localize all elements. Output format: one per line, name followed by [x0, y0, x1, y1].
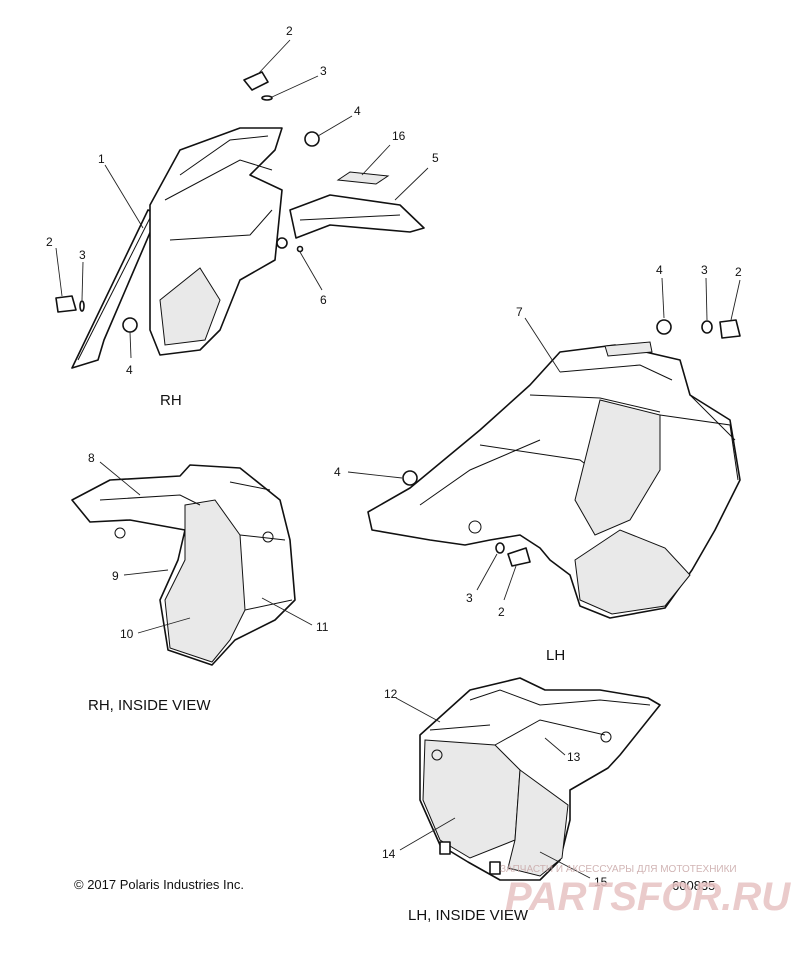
callout-4-left: 4: [126, 363, 133, 377]
lh-nut-side: [402, 470, 418, 486]
callout-2-lh-top: 2: [735, 265, 742, 279]
callout-14: 14: [382, 847, 396, 861]
callout-3-top: 3: [320, 64, 327, 78]
callout-15: 15: [594, 875, 608, 889]
caption-lh: LH: [546, 647, 565, 664]
watermark-tagline: ЗАПЧАСТИ И АКСЕССУАРЫ ДЛЯ МОТОТЕХНИКИ: [500, 864, 737, 875]
callout-9: 9: [112, 569, 119, 583]
lh-side-panel-assembly: [367, 319, 741, 619]
callout-4-lh-side: 4: [334, 465, 341, 479]
lh-inside-tab-left: [439, 841, 451, 855]
callout-11: 11: [316, 620, 329, 634]
callout-3-lh-top: 3: [701, 263, 708, 277]
lh-washer-top: [701, 320, 713, 334]
rh-side-panel-assembly: [55, 71, 425, 369]
lh-inside-view: [419, 677, 661, 881]
watermark-logo: PARTSFOR.RU: [505, 875, 791, 919]
watermark: ЗАПЧАСТИ И АКСЕССУАРЫ ДЛЯ МОТОТЕХНИКИ PA…: [500, 864, 791, 919]
caption-lh-inside: LH, INSIDE VIEW: [408, 907, 529, 924]
rh-nut-low: [122, 317, 138, 333]
copyright: © 2017 Polaris Industries Inc.: [74, 877, 244, 892]
callout-12: 12: [384, 687, 398, 701]
callout-13: 13: [567, 750, 581, 764]
rh-nut-top: [304, 131, 320, 147]
lh-callouts: 7 4 3 2 4 3 2 LH: [334, 263, 742, 664]
callout-16: 16: [392, 129, 406, 143]
lh-nut-top: [656, 319, 672, 335]
rh-washer-mid: [296, 245, 304, 253]
lh-inside-callouts: 12 13 14 15 LH, INSIDE VIEW: [382, 687, 608, 924]
callout-4-top: 4: [354, 104, 361, 118]
callout-3-lh-low: 3: [466, 591, 473, 605]
callout-3-left: 3: [79, 248, 86, 262]
callout-5: 5: [432, 151, 439, 165]
rh-washer-top: [261, 95, 273, 101]
rh-nut-mid: [276, 237, 288, 249]
lh-push-rivet-low: [507, 547, 531, 567]
lh-inside-tab-right: [489, 861, 501, 875]
rh-inside-view: [71, 464, 296, 666]
callout-4-lh-top: 4: [656, 263, 663, 277]
rh-callouts: 1 2 3 4 16 5 6 2 3 4 RH: [46, 24, 439, 409]
callout-1: 1: [98, 152, 105, 166]
callout-10: 10: [120, 627, 134, 641]
lh-push-rivet-top: [719, 319, 741, 339]
callout-2-lh-low: 2: [498, 605, 505, 619]
rh-push-rivet-side: [55, 295, 77, 313]
callout-7: 7: [516, 305, 523, 319]
rh-inside-callouts: 8 9 10 11 RH, INSIDE VIEW: [88, 451, 329, 714]
caption-rh-inside: RH, INSIDE VIEW: [88, 697, 211, 714]
callout-6: 6: [320, 293, 327, 307]
caption-rh: RH: [160, 392, 182, 409]
figure-number: 600835: [672, 878, 715, 893]
rh-washer-side: [79, 300, 85, 312]
callout-8: 8: [88, 451, 95, 465]
rh-push-rivet-top: [243, 71, 269, 91]
lh-washer-low: [495, 542, 505, 554]
callout-2-left: 2: [46, 235, 53, 249]
callout-2-top: 2: [286, 24, 293, 38]
